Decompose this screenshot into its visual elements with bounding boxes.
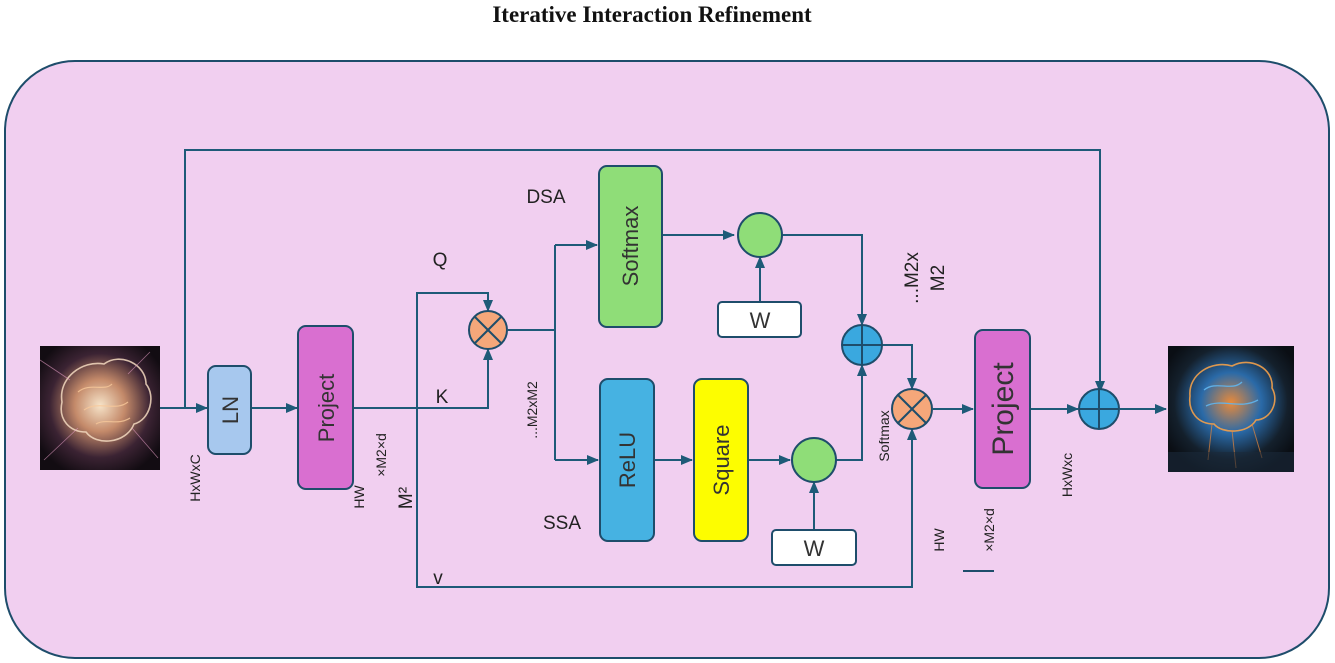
w-top-label: W: [750, 308, 771, 333]
k-label: K: [436, 387, 449, 408]
input-shape-label: HxWxC: [187, 454, 203, 501]
softmax-block: [598, 165, 663, 328]
w-top-block: [717, 301, 802, 338]
q-label: Q: [433, 250, 448, 271]
output-brain-image: [1168, 346, 1294, 472]
m2xd-left-label: ×M2×d: [373, 433, 389, 477]
relu-block: [599, 378, 655, 542]
project-out-block: [974, 329, 1031, 489]
diagram-title: Iterative Interaction Refinement: [492, 2, 812, 27]
brain-outline-icon: [60, 358, 152, 442]
project-in-block: [297, 325, 354, 490]
gate-node-bottom: [791, 437, 837, 483]
square-block: [693, 378, 749, 542]
circle-plus-icon: [842, 325, 882, 365]
project-out-label: Project: [987, 362, 1020, 456]
connection-wires: [160, 149, 1167, 588]
hw-right-label: HW: [931, 528, 947, 552]
output-shape-label: HxWxc: [1059, 453, 1075, 497]
green-circle-node-icon: [737, 212, 783, 258]
ssa-label: SSA: [543, 513, 581, 534]
hw-left-label: HW: [351, 485, 367, 509]
gate-node-top: [737, 212, 783, 258]
ln-label: LN: [218, 396, 243, 424]
module-panel: [4, 60, 1330, 659]
v-label: v: [433, 568, 443, 589]
w-bottom-block: [771, 529, 857, 566]
relu-label: ReLU: [615, 432, 640, 488]
square-label: Square: [709, 425, 734, 496]
multiply-node-1: [468, 310, 508, 350]
circle-times-icon: [474, 316, 502, 344]
softmax-label: Softmax: [618, 206, 643, 287]
m2x-right-label: ...M2x: [902, 252, 923, 304]
m2-right-label: M2: [928, 265, 949, 291]
m-squared-label: M²: [396, 487, 417, 509]
add-node-1: [841, 324, 883, 366]
m2xm2-left-label: ...M2xM2: [524, 381, 540, 439]
softmax-small-label: Softmax: [876, 410, 892, 461]
green-circle-node-icon: [791, 437, 837, 483]
w-bottom-label: W: [804, 536, 825, 561]
multiply-node-2: [891, 388, 933, 430]
m2xd-right-label: ×M2×d: [981, 508, 997, 552]
dsa-label: DSA: [526, 187, 565, 208]
project-in-label: Project: [314, 374, 339, 442]
ln-block: [207, 365, 252, 455]
add-node-final: [1078, 388, 1120, 430]
input-brain-image: [39, 346, 160, 470]
circle-times-icon: [897, 394, 927, 424]
circle-plus-icon: [1079, 389, 1119, 429]
brain-outline-icon: [1189, 361, 1276, 432]
